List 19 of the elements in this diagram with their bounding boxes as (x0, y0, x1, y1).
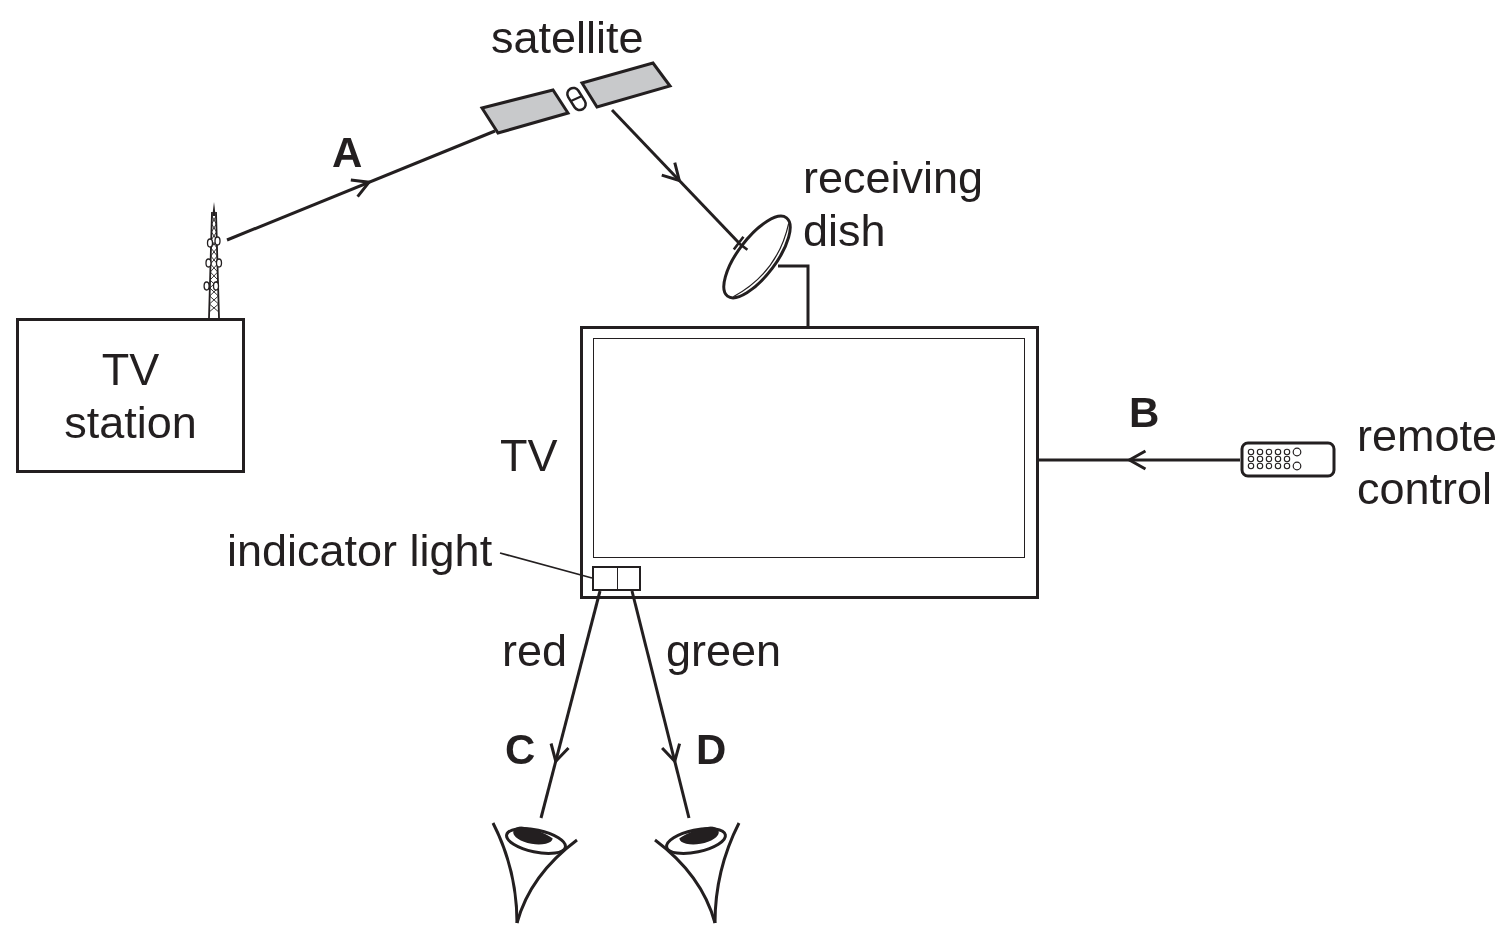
signal-label: green (666, 624, 782, 677)
dish-label: receiving dish (803, 151, 985, 257)
cable-line (778, 264, 810, 326)
indicator-label: indicator light (227, 524, 493, 577)
tv-label: TV (500, 429, 558, 482)
arrow (610, 108, 741, 245)
satellite-label: satellite (491, 11, 644, 64)
leader-line (499, 552, 593, 579)
signal-label: red (502, 624, 568, 677)
arrow (1039, 449, 1240, 471)
eye-icon (490, 820, 580, 926)
arrow (539, 590, 602, 819)
station-box (16, 318, 245, 473)
indicator-light-box (592, 566, 641, 591)
arrow (630, 590, 691, 819)
eye-icon (652, 820, 742, 926)
station-label: TV station (63, 342, 198, 449)
arrow (226, 129, 496, 242)
remote-label: remote control (1357, 409, 1499, 515)
